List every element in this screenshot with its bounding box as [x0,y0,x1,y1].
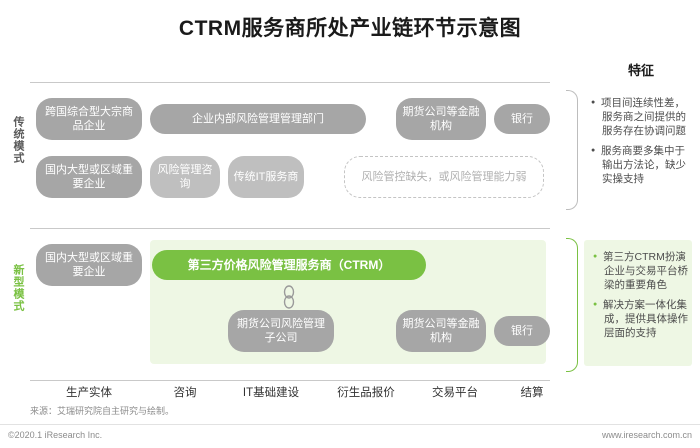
features-traditional: 项目间连续性差，服务商之间提供的服务存在协调问题 服务商要多集中于输出方法论，缺… [590,96,686,192]
bracket-new [566,238,578,372]
feature-new-item: 解决方案一体化集成，提供具体操作层面的支持 [603,298,688,340]
node-futures-financial-institutions-bottom[interactable]: 期货公司等金融机构 [396,310,486,352]
bracket-traditional [566,90,578,210]
website-text: www.iresearch.com.cn [601,430,692,440]
copyright-text: ©2020.1 iResearch Inc. [8,430,103,440]
node-bank-top[interactable]: 银行 [494,104,550,134]
node-risk-management-consulting[interactable]: 风险管理咨询 [150,156,220,198]
axis-label-it-infrastructure: IT基础建设 [242,387,300,399]
node-futures-risk-management-subsidiary[interactable]: 期货公司风险管理子公司 [228,310,334,352]
node-multinational-commodity-enterprise[interactable]: 跨国综合型大宗商品企业 [36,98,142,140]
node-internal-risk-management-department[interactable]: 企业内部风险管理管理部门 [150,104,366,134]
feature-traditional-item: 项目间连续性差，服务商之间提供的服务存在协调问题 [601,96,686,138]
axis-label-trading-platform: 交易平台 [432,387,478,399]
source-note: 来源：艾瑞研究院自主研究与绘制。 [30,406,175,416]
node-domestic-large-regional-enterprise-bottom[interactable]: 国内大型或区域重要企业 [36,244,142,286]
mode-divider [30,228,550,229]
features-new: 第三方CTRM扮演企业与交易平台桥梁的重要角色 解决方案一体化集成，提供具体操作… [592,250,688,346]
diagram-frame [30,82,550,381]
node-traditional-it-service-provider[interactable]: 传统IT服务商 [228,156,304,198]
node-futures-financial-institutions-top[interactable]: 期货公司等金融机构 [396,98,486,140]
node-domestic-large-regional-enterprise-top[interactable]: 国内大型或区域重要企业 [36,156,142,198]
page-title: CTRM服务商所处产业链环节示意图 [178,17,522,40]
axis-label-production-entity: 生产实体 [66,387,112,399]
mode-label-traditional: 传统模式 [12,116,24,164]
feature-traditional-item: 服务商要多集中于输出方法论，缺少实操支持 [601,144,686,186]
feature-new-item: 第三方CTRM扮演企业与交易平台桥梁的重要角色 [603,250,688,292]
axis-label-derivative-quote: 衍生品报价 [337,387,395,399]
axis-label-settlement: 结算 [520,387,544,399]
mode-label-new: 新型模式 [12,264,24,312]
axis-label-consulting: 咨询 [173,387,197,399]
feature-column-header: 特征 [627,63,654,78]
node-risk-control-missing: 风险管控缺失，或风险管理能力弱 [344,156,544,198]
node-third-party-ctrm[interactable]: 第三方价格风险管理服务商（CTRM） [152,250,426,280]
node-bank-bottom[interactable]: 银行 [494,316,550,346]
footer-divider [0,424,700,425]
chain-link-icon [283,284,295,310]
